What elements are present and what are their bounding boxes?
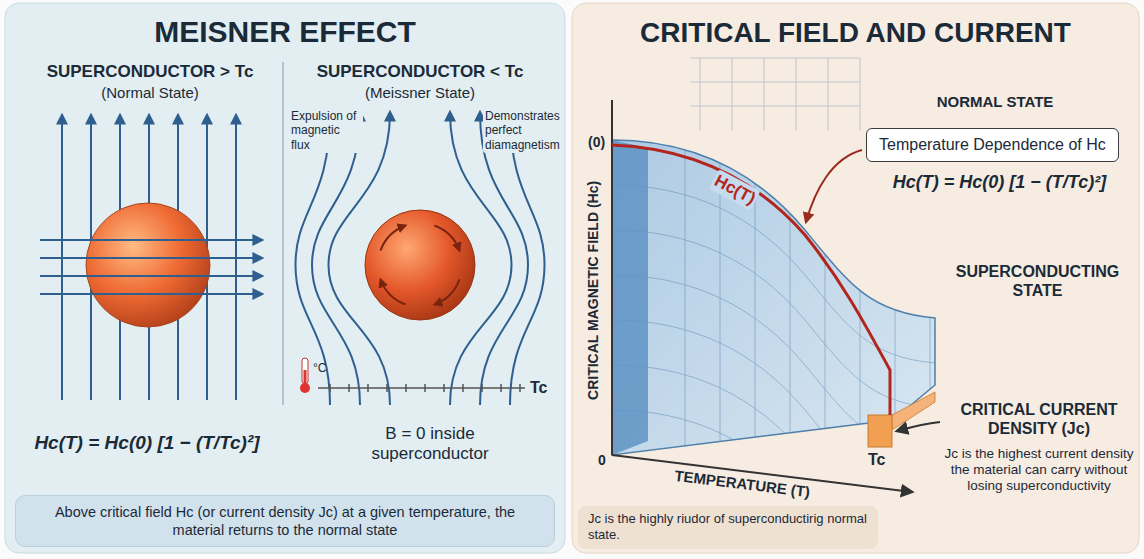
axis-title: TEMPERATURE (T): [673, 467, 811, 501]
state-subheading-holder: (Meissner State): [300, 84, 540, 102]
callout-note: Expulsion of magnetic flux: [289, 108, 363, 153]
state-subheading: (Normal State): [35, 84, 265, 102]
state-heading: SUPERCONDUCTOR > Tc: [35, 62, 265, 82]
thermometer-icon: [300, 358, 310, 393]
leader-line: [806, 150, 862, 222]
note-band: Above critical field Hc (or current dens…: [15, 495, 555, 547]
panel-title: CRITICAL FIELD AND CURRENT: [582, 15, 1129, 50]
callout-note-holder: Jc is the highest current density the ma…: [943, 446, 1135, 495]
formula-holder: Hc(T) = Hc(0) [1 − (T/Tc)²]: [12, 432, 282, 455]
expelled-field: [296, 112, 545, 405]
temperature-scale: [318, 384, 525, 392]
axis-tick: (0): [588, 134, 605, 151]
divider: [282, 62, 284, 405]
callout-note-holder: Expulsion of magnetic flux: [289, 108, 363, 153]
formula-box: Temperature Dependence of Hc: [866, 128, 1119, 162]
surface-face: [612, 140, 648, 455]
axis-tick: 0: [598, 452, 606, 469]
callout-note: Jc is the highest current density the ma…: [943, 446, 1135, 495]
formula: Hc(T) = Hc(0) [1 − (T/Tc)²]: [872, 172, 1127, 194]
state-subheading: (Meissner State): [300, 84, 540, 102]
curve-label-holder: Hc(T): [709, 169, 761, 211]
callout-heading-holder: CRITICAL CURRENT DENSITY (Jc): [943, 400, 1135, 438]
curve-label: Hc(T): [709, 169, 761, 211]
axis-title-holder: CRITICAL MAGNETIC FIELD (Hc): [586, 180, 603, 399]
region-label: NORMAL STATE: [925, 93, 1065, 111]
note-box: Jc is the highly riudor of superconducti…: [578, 506, 878, 549]
sphere: [365, 210, 475, 320]
panel-ground: [572, 3, 1139, 553]
surface-outline: [612, 140, 935, 455]
state-heading: SUPERCONDUCTOR < Tc: [300, 62, 540, 82]
screening-current: [381, 226, 460, 305]
unit-label-holder: °C: [313, 361, 326, 375]
critical-field-curve: [612, 145, 890, 415]
panel-ground: [5, 3, 565, 553]
back-grid: [690, 58, 860, 130]
axis-tick-holder: 0: [598, 452, 606, 469]
panel: MEISNER EFFECT Above critical field Hc (o…: [5, 3, 565, 553]
axis-tick-holder: (0): [588, 134, 605, 151]
field-axis: [611, 100, 613, 455]
state-subheading-holder: (Normal State): [35, 84, 265, 102]
callout-note-holder: Demonstrates perfect diamagnetism: [483, 108, 563, 153]
unit-label: °C: [313, 361, 326, 375]
axis-title-holder: TEMPERATURE (T): [673, 467, 811, 501]
region-label-holder: NORMAL STATE: [925, 93, 1065, 111]
note-text: B = 0 inside superconductor: [330, 424, 530, 465]
box-text: Temperature Dependence of Hc: [879, 135, 1106, 155]
axis-title: CRITICAL MAGNETIC FIELD (Hc): [586, 180, 603, 399]
formula: Hc(T) = Hc(0) [1 − (T/Tc)²]: [12, 432, 282, 455]
sphere: [86, 203, 210, 327]
formula-holder: Hc(T) = Hc(0) [1 − (T/Tc)²]: [872, 172, 1127, 194]
region-label: SUPERCONDUCTING STATE: [940, 262, 1135, 300]
box-text: Jc is the highly riudor of superconducti…: [588, 511, 868, 544]
phase-surface: [612, 140, 935, 455]
box-text: Above critical field Hc (or current dens…: [28, 503, 542, 539]
callout-heading: CRITICAL CURRENT DENSITY (Jc): [943, 400, 1135, 438]
axis-tick: Tc: [868, 450, 885, 469]
axis-label: Tc: [530, 378, 547, 397]
normal-state-field: [40, 240, 262, 294]
current-region: [868, 415, 892, 447]
region-label-holder: SUPERCONDUCTING STATE: [940, 262, 1135, 300]
state-heading-holder: SUPERCONDUCTOR < Tc: [300, 62, 540, 82]
state-heading-holder: SUPERCONDUCTOR > Tc: [35, 62, 265, 82]
note-text-holder: B = 0 inside superconductor: [330, 424, 530, 465]
leader-line: [897, 422, 940, 431]
axis-label-holder: Tc: [530, 378, 547, 397]
surface-grid: [612, 100, 935, 543]
axis-tick-holder: Tc: [868, 450, 885, 469]
callout-note: Demonstrates perfect diamagnetism: [483, 108, 563, 153]
panel-title: MEISNER EFFECT: [15, 13, 555, 51]
